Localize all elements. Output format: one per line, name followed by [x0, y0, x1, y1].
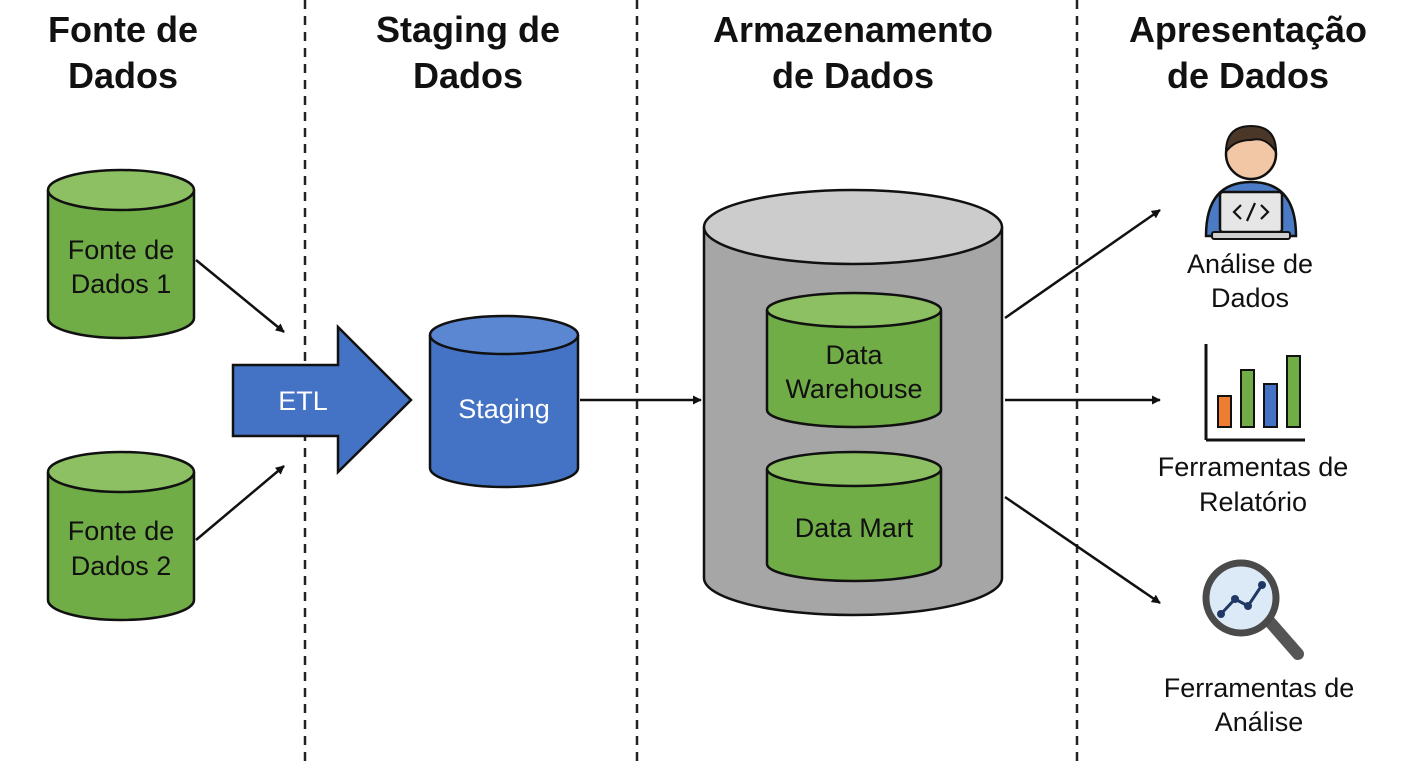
data-source-2-cylinder: Fonte de Dados 2: [46, 450, 196, 622]
source-1-to-etl-arrow: [195, 259, 285, 333]
data-analyst-icon: [1204, 124, 1298, 240]
data-mart-cylinder: Data Mart: [765, 450, 943, 583]
column-title-staging: Staging de Dados: [376, 9, 560, 96]
analysis-tools-label: Análise: [1215, 707, 1304, 737]
staging-label: Staging: [458, 394, 550, 424]
data-source-1-label: Dados 1: [71, 269, 172, 299]
data-analysis-label: Dados: [1211, 283, 1289, 313]
data-source-2-label: Dados 2: [71, 551, 172, 581]
column-title-line: Armazenamento: [713, 9, 993, 50]
column-title-presentation: Apresentação de Dados: [1129, 9, 1367, 96]
column-title-storage: Armazenamento de Dados: [713, 9, 993, 96]
data-analysis-label: Análise de: [1187, 249, 1313, 279]
reporting-tools-label: Relatório: [1199, 487, 1307, 517]
column-title-line: Staging de: [376, 9, 560, 50]
data-source-1-cylinder: Fonte de Dados 1: [46, 168, 196, 340]
data-warehouse-label: Data: [825, 340, 883, 370]
column-title-line: Fonte de: [48, 9, 198, 50]
storage-to-analytics-arrow: [1004, 495, 1161, 605]
source-2-to-etl-arrow: [195, 465, 285, 541]
etl-label: ETL: [278, 386, 328, 416]
storage-to-analysis-arrow: [1004, 208, 1161, 320]
column-title-line: Dados: [68, 55, 178, 96]
bar-chart-icon: [1204, 344, 1305, 442]
analysis-tools-label: Ferramentas de: [1164, 673, 1355, 703]
column-title-sources: Fonte de Dados: [48, 9, 198, 96]
data-mart-label: Data Mart: [795, 513, 914, 543]
data-warehouse-cylinder: Data Warehouse: [765, 291, 943, 429]
column-title-line: de Dados: [1167, 55, 1329, 96]
reporting-tools-label: Ferramentas de: [1158, 452, 1349, 482]
data-source-2-label: Fonte de: [68, 516, 175, 546]
column-title-line: Apresentação: [1129, 9, 1367, 50]
column-title-line: de Dados: [772, 55, 934, 96]
data-source-1-label: Fonte de: [68, 235, 175, 265]
column-title-line: Dados: [413, 55, 523, 96]
staging-cylinder: Staging: [428, 314, 580, 489]
data-warehouse-label: Warehouse: [785, 374, 922, 404]
magnifier-chart-icon: [1202, 559, 1304, 660]
etl-arrow: ETL: [231, 323, 413, 475]
